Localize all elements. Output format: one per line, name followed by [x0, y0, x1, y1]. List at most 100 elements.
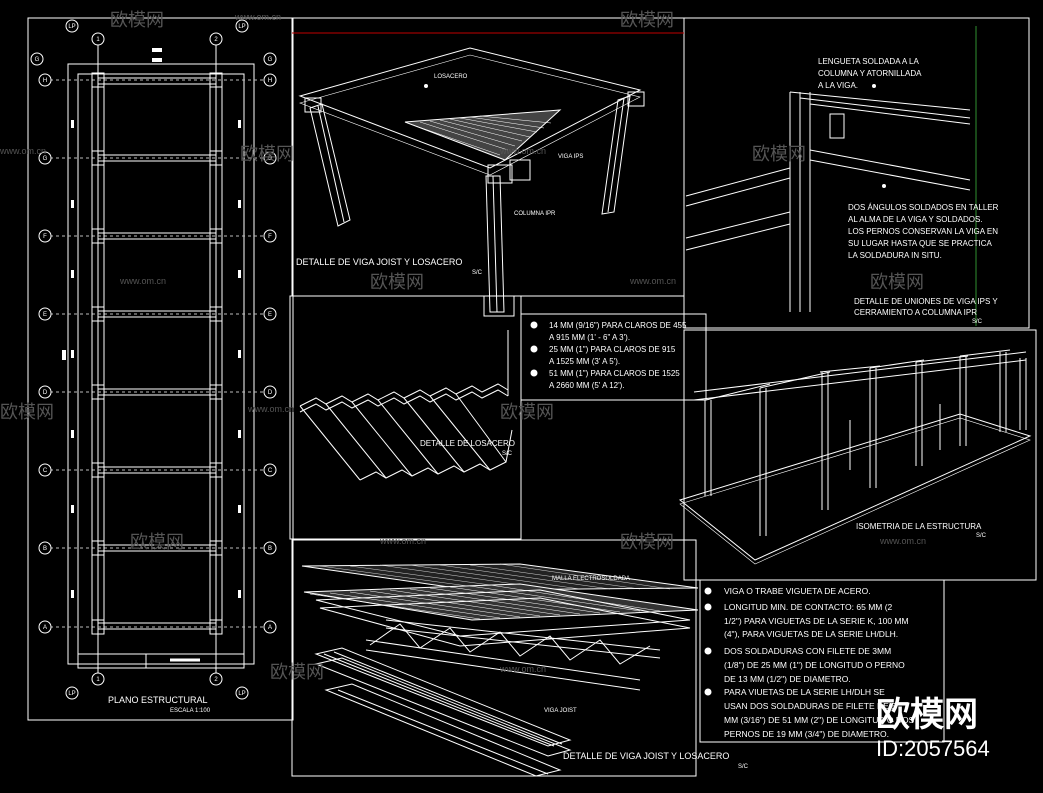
grid-letter-f-right: F	[268, 234, 272, 240]
isometric-title: ISOMETRIA DE LA ESTRUCTURA	[856, 522, 982, 531]
watermark-brand: 欧模网	[110, 10, 164, 30]
watermark-layer: 欧模网 欧模网 欧模网 欧模网 欧模网 欧模网 欧模网 欧模网 欧模网 欧模网 …	[0, 10, 924, 682]
grid-letter-a-left: A	[43, 625, 47, 631]
grid-num-1-bottom: 1	[96, 677, 100, 683]
losacero-note1-line1: 14 MM (9/16") PARA CLAROS DE 455	[549, 321, 687, 330]
label-columna-ipr: COLUMNA IPR	[514, 211, 556, 217]
watermark-site: www.om.cn	[119, 276, 166, 286]
grid-letter-b-right: B	[268, 546, 272, 552]
leader-dot	[882, 184, 886, 188]
grid-bubbles	[30, 19, 277, 700]
isometric-scale: S/C	[976, 533, 987, 539]
spec-note4-line4: PERNOS DE 19 MM (3/4") DE DIAMETRO.	[724, 729, 889, 739]
losacero-note3-line2: A 2660 MM (5' A 12').	[549, 381, 625, 390]
plan-scale: ESCALA 1:100	[170, 708, 211, 714]
watermark-logo: 欧模网	[876, 695, 978, 735]
grid-letter-d-left: D	[43, 390, 48, 396]
corner-tag-lp-tr: LP	[238, 24, 245, 30]
label-viga-joist: VIGA JOIST	[544, 708, 577, 714]
leader-dot	[872, 84, 876, 88]
conn-note2-line1: DOS ÁNGULOS SOLDADOS EN TALLER	[848, 203, 999, 212]
grid-letter-e-left: E	[43, 312, 47, 318]
watermark-site: www.om.cn	[234, 12, 281, 22]
grid-bubble-labels: 1 2 1 2 A A B B C C D D E E F F G G H H …	[35, 24, 273, 697]
isometric-drawing	[678, 349, 1032, 565]
structural-plan	[50, 44, 270, 676]
bullet	[704, 647, 712, 655]
panel-borders	[27, 17, 1037, 777]
conn-note2-line3: LOS PERNOS CONSERVAN LA VIGA EN	[848, 227, 998, 236]
grid-letter-e-right: E	[268, 312, 272, 318]
grid-letter-h-right: H	[268, 78, 272, 84]
conn-note1-line2: COLUMNA Y ATORNILLADA	[818, 69, 922, 78]
grid-letter-g-right: G	[268, 156, 273, 162]
watermark-id: ID:2057564	[876, 736, 990, 761]
leader-dot	[424, 84, 428, 88]
grid-letter-c-right: C	[268, 468, 273, 474]
conn-title-line1: DETALLE DE UNIONES DE VIGA IPS Y	[854, 297, 998, 306]
grid-letter-h-left: H	[43, 78, 47, 84]
conn-note2-line2: AL ALMA DE LA VIGA Y SOLDADOS.	[848, 215, 983, 224]
watermark-site: www.om.cn	[499, 146, 546, 156]
bullet	[704, 603, 712, 611]
watermark-site: www.om.cn	[629, 276, 676, 286]
conn-note1-line1: LENGUETA SOLDADA A LA	[818, 57, 919, 66]
watermark-site: www.om.cn	[379, 536, 426, 546]
watermark-site: www.om.cn	[499, 664, 546, 674]
corner-tag-lp-bl: LP	[68, 691, 75, 697]
grid-letter-c-left: C	[43, 468, 48, 474]
watermark-sites: www.om.cn www.om.cn www.om.cn www.om.cn …	[0, 12, 926, 674]
label-viga-ips: VIGA IPS	[558, 154, 583, 160]
detail-joist-top-title: DETALLE DE VIGA JOIST Y LOSACERO	[296, 257, 462, 267]
watermark-site: www.om.cn	[247, 404, 294, 414]
watermark-brand: 欧模网	[620, 10, 674, 30]
watermark-brand: 欧模网	[370, 272, 424, 292]
watermark-site: www.om.cn	[0, 146, 46, 156]
losacero-note1-line2: A 915 MM (1' - 6" A 3').	[549, 333, 630, 342]
spec-note3-line1: DOS SOLDADURAS CON FILETE DE 3MM	[724, 646, 891, 656]
perspective-labels: LOSACERO VIGA IPS COLUMNA IPR	[424, 74, 583, 217]
axis-tag-right: G	[268, 57, 273, 63]
plan-title: PLANO ESTRUCTURAL	[108, 695, 208, 705]
corner-tag-lp-br: LP	[238, 691, 245, 697]
grid-letter-a-right: A	[268, 625, 272, 631]
bullet	[530, 345, 538, 353]
connection-title: DETALLE DE UNIONES DE VIGA IPS Y CERRAMI…	[854, 297, 998, 317]
conn-note2-line5: LA SOLDADURA IN SITU.	[848, 251, 942, 260]
connection-scale: S/C	[972, 319, 983, 325]
watermark-brand: 欧模网	[270, 662, 324, 682]
grid-num-2-top: 2	[214, 37, 218, 43]
conn-note1-line3: A LA VIGA.	[818, 81, 858, 90]
watermark-brand: 欧模网	[0, 402, 54, 422]
watermark-brand: 欧模网	[620, 532, 674, 552]
watermark-brand: 欧模网	[130, 532, 184, 552]
grid-letter-g-left: G	[43, 156, 48, 162]
spec-note2-line3: (4"), PARA VIGUETAS DE LA SERIE LH/DLH.	[724, 629, 898, 639]
exploded-title: DETALLE DE VIGA JOIST Y LOSACERO	[563, 751, 729, 761]
label-malla: MALLA ELECTROSOLDADA	[552, 576, 630, 582]
conn-note2-line4: SU LUGAR HASTA QUE SE PRACTICA	[848, 239, 993, 248]
watermark-brand: 欧模网	[870, 272, 924, 292]
losacero-note2-line2: A 1525 MM (3' A 5').	[549, 357, 620, 366]
detail-joist-top-scale: S/C	[472, 270, 483, 276]
bullet	[704, 587, 712, 595]
watermark-site: www.om.cn	[879, 536, 926, 546]
spec-notes: VIGA O TRABE VIGUETA DE ACERO. LONGITUD …	[704, 586, 915, 739]
connection-note-1: LENGUETA SOLDADA A LA COLUMNA Y ATORNILL…	[818, 57, 922, 90]
spec-note3-line3: DE 13 MM (1/2") DE DIAMETRO.	[724, 674, 851, 684]
spec-note4-line1: PARA VIUETAS DE LA SERIE LH/DLH SE	[724, 687, 885, 697]
grid-num-1-top: 1	[96, 37, 100, 43]
connection-note-2: DOS ÁNGULOS SOLDADOS EN TALLER AL ALMA D…	[848, 203, 999, 260]
watermark-brand: 欧模网	[240, 144, 294, 164]
spec-note4-line3: MM (3/16") DE 51 MM (2") DE LONGITUD O D…	[724, 715, 915, 725]
bullet	[704, 688, 712, 696]
losacero-detail-scale: S/C	[502, 451, 513, 457]
losacero-notes: 14 MM (9/16") PARA CLAROS DE 455 A 915 M…	[530, 321, 687, 390]
grid-num-2-bottom: 2	[214, 677, 218, 683]
bullet	[530, 321, 538, 329]
exploded-scale: S/C	[738, 764, 749, 770]
losacero-note3-line1: 51 MM (1") PARA CLAROS DE 1525	[549, 369, 680, 378]
spec-note3-line2: (1/8") DE 25 MM (1") DE LONGITUD O PERNO	[724, 660, 905, 670]
grid-letter-f-left: F	[43, 234, 47, 240]
connection-drawing	[685, 91, 971, 312]
